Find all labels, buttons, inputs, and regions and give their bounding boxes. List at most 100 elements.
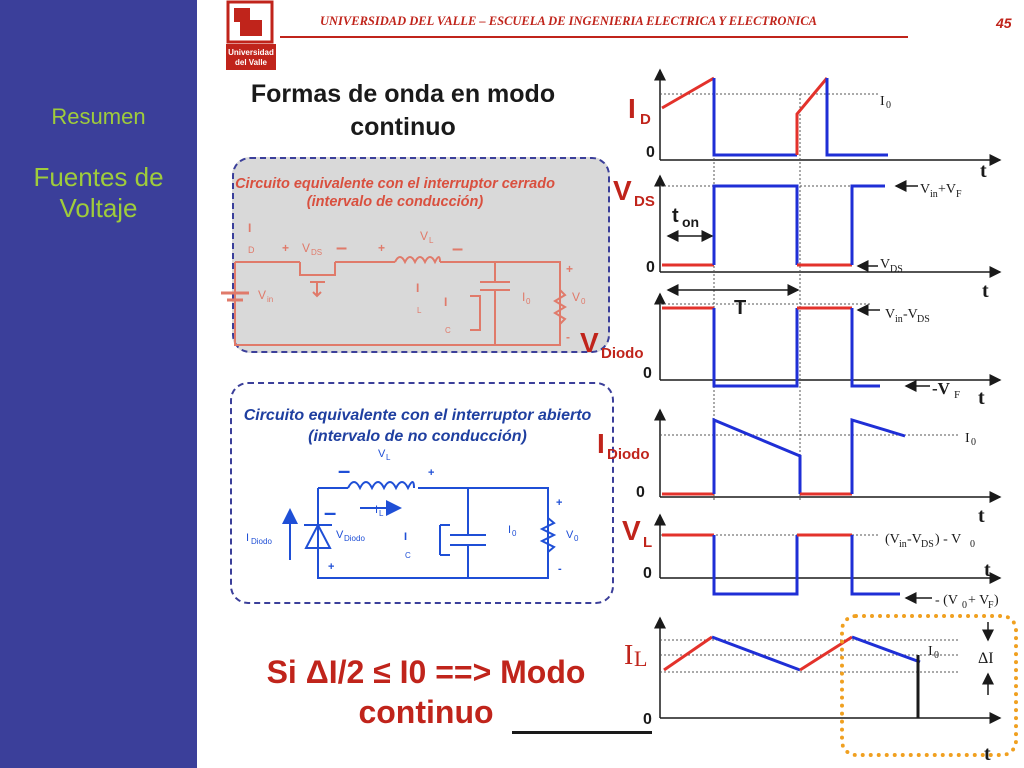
svg-text:–: –: [338, 458, 350, 483]
svg-text:-V: -V: [932, 379, 951, 398]
svg-text:+: +: [566, 262, 573, 276]
svg-text:F: F: [988, 600, 994, 611]
svg-text:in: in: [930, 189, 938, 200]
svg-text:0: 0: [971, 437, 976, 448]
svg-text:0: 0: [646, 144, 655, 161]
sidebar-topic-line1: Fuentes de: [33, 162, 164, 192]
svg-text:F: F: [956, 189, 962, 200]
svg-text:-: -: [558, 563, 562, 575]
svg-text:V: V: [622, 515, 641, 546]
svg-text:in: in: [895, 314, 903, 325]
dotted-guides: [660, 93, 960, 673]
svg-text:I: I: [444, 295, 447, 309]
closed-caption-line1: Circuito equivalente con el interruptor …: [235, 176, 555, 192]
svg-text:t: t: [978, 505, 985, 527]
svg-text:): ): [994, 593, 999, 608]
svg-text:V: V: [920, 182, 930, 197]
svg-text:V: V: [880, 257, 890, 272]
svg-text:in: in: [267, 295, 273, 304]
svg-text:DS: DS: [917, 314, 930, 325]
svg-text:F: F: [954, 389, 960, 401]
svg-text:+: +: [328, 561, 334, 573]
svg-text:I: I: [248, 221, 251, 235]
closed-switch-circuit: [221, 256, 567, 346]
svg-text:I: I: [416, 281, 419, 295]
svg-text:–: –: [336, 237, 347, 259]
svg-text:V: V: [258, 288, 266, 302]
svg-text:0: 0: [646, 259, 655, 276]
svg-text:V: V: [572, 290, 580, 304]
conclusion-line1: Si ΔI/2 ≤ I0 ==> Modo: [266, 654, 586, 690]
svg-text:I: I: [624, 640, 633, 671]
svg-text:DS: DS: [311, 248, 322, 257]
svg-text:L: L: [417, 306, 422, 315]
svg-text:0: 0: [643, 365, 652, 382]
svg-text:DS: DS: [634, 193, 655, 210]
sidebar-topic-line2: Voltaje: [59, 193, 138, 223]
svg-text:+: +: [378, 241, 385, 255]
svg-text:t: t: [978, 387, 985, 409]
svg-text:I: I: [522, 290, 525, 304]
header-divider: [280, 36, 908, 38]
svg-text:DS: DS: [890, 264, 903, 275]
sidebar-summary-label[interactable]: Resumen: [51, 104, 146, 129]
svg-text:0: 0: [636, 484, 645, 501]
svg-text:L: L: [429, 236, 434, 245]
svg-text:I: I: [404, 531, 407, 543]
svg-text:L: L: [386, 453, 391, 462]
ripple-highlight-box: [840, 614, 1018, 757]
waveform-idiodo: [662, 417, 906, 496]
svg-text:Diodo: Diodo: [601, 345, 644, 362]
svg-text:I: I: [246, 532, 249, 544]
waveform-vds: [662, 184, 885, 267]
svg-text:t: t: [672, 205, 679, 227]
svg-text:0: 0: [934, 650, 939, 661]
svg-text:I: I: [597, 428, 605, 459]
svg-text:C: C: [445, 326, 451, 335]
svg-text:DS: DS: [921, 539, 934, 550]
sidebar-topic-label[interactable]: Fuentes de Voltaje: [0, 162, 197, 224]
svg-text:T: T: [734, 297, 746, 319]
closed-caption-line2: (intervalo de conducción): [306, 194, 484, 210]
waveform-axes: [654, 68, 1002, 724]
svg-text:I: I: [508, 524, 511, 536]
open-circuit-arrows: [282, 500, 402, 560]
zero-labels: 0 0 0 0 0 0: [636, 144, 655, 728]
svg-text:ΔI: ΔI: [978, 650, 994, 667]
svg-text:I: I: [928, 644, 933, 659]
svg-text:0: 0: [512, 529, 517, 538]
svg-text:–: –: [452, 238, 463, 260]
svg-text:Diodo: Diodo: [344, 534, 365, 543]
university-logo: Universidad del Valle: [226, 0, 276, 70]
closed-switch-caption: Circuito equivalente con el interruptor …: [200, 175, 590, 211]
svg-text:D: D: [640, 111, 651, 128]
page-number: 45: [996, 15, 1012, 31]
svg-text:0: 0: [962, 600, 967, 611]
svg-text:t: t: [984, 559, 991, 581]
svg-text:0: 0: [970, 539, 975, 550]
svg-text:I: I: [375, 504, 378, 516]
svg-text:V: V: [378, 448, 386, 460]
svg-text:+: +: [282, 241, 289, 255]
svg-text:0: 0: [643, 565, 652, 582]
svg-text:Diodo: Diodo: [251, 537, 272, 546]
svg-text:in: in: [899, 539, 907, 550]
svg-text:0: 0: [526, 297, 531, 306]
svg-text:V: V: [420, 229, 428, 243]
svg-text:+ V: + V: [968, 593, 989, 608]
svg-text:L: L: [634, 646, 647, 671]
slide-title: Formas de onda en modo continuo: [218, 78, 588, 144]
open-caption-line2: (intervalo de no conducción): [308, 428, 527, 445]
waveform-vl: [662, 533, 900, 596]
svg-text:0: 0: [643, 711, 652, 728]
open-caption-line1: Circuito equivalente con el interruptor …: [243, 407, 592, 424]
svg-text:V: V: [613, 175, 632, 206]
svg-text:-V: -V: [907, 532, 922, 547]
svg-text:V: V: [566, 529, 574, 541]
